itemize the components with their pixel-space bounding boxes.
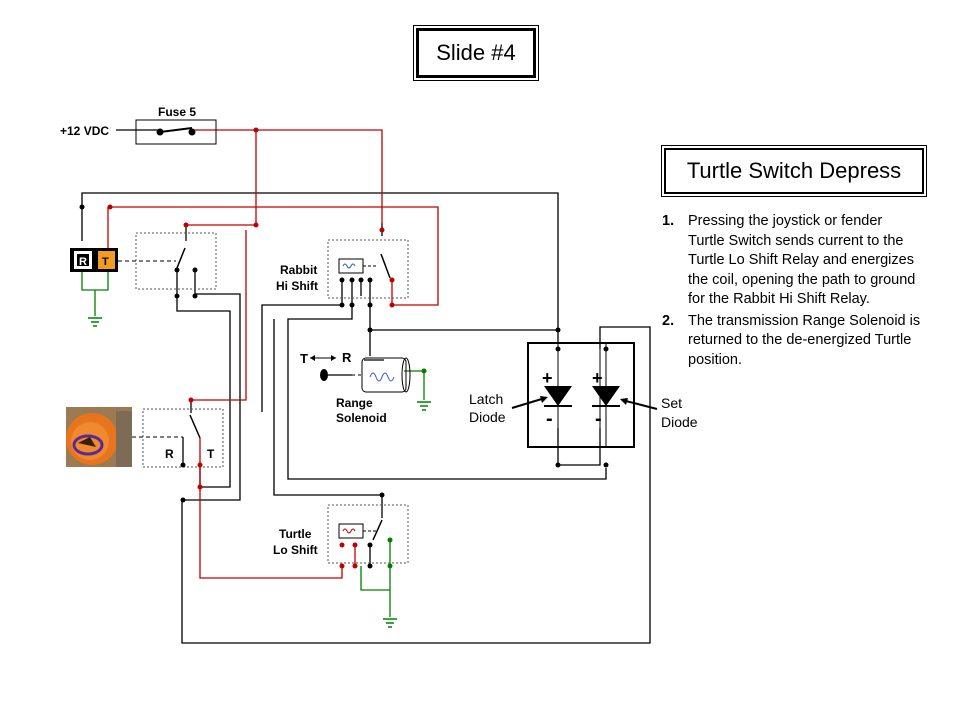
set-diode-label: Set [661, 395, 682, 411]
joystick-r-label: R [79, 256, 87, 268]
ground-symbol [88, 317, 431, 628]
slide-title: Slide #4 [413, 25, 539, 81]
step-number: 2. [662, 312, 675, 329]
fuse-label: Fuse 5 [158, 105, 196, 119]
fuse-box [135, 119, 217, 145]
solenoid-plunger [320, 369, 328, 381]
set-minus: - [595, 408, 602, 430]
diagram-heading: Turtle Switch Depress [661, 145, 927, 197]
turtle-switch-photo [66, 407, 132, 467]
switch-r-label: R [165, 447, 174, 461]
latch-diode-label-2: Diode [469, 409, 506, 425]
set-diode-label-2: Diode [661, 414, 698, 430]
joystick-t-label: T [102, 256, 109, 268]
step-item: 2. The transmission Range Solenoid is re… [660, 312, 922, 371]
step-item: 1. Pressing the joystick or fender Turtl… [660, 212, 922, 310]
step-text: The transmission Range Solenoid is retur… [688, 312, 921, 368]
latch-diode-label: Latch [469, 391, 503, 407]
steps-list: 1. Pressing the joystick or fender Turtl… [660, 212, 922, 372]
rabbit-relay-box [327, 239, 409, 299]
solenoid-label: Range [336, 396, 373, 410]
switch-t-label: T [207, 447, 215, 461]
turtle-relay-box [327, 504, 409, 564]
turtle-indicator-light [98, 251, 115, 269]
solenoid-r-label: R [342, 350, 352, 365]
rabbit-relay-label: Rabbit [280, 263, 317, 277]
turtle-relay-label: Turtle [279, 527, 312, 541]
supply-label: +12 VDC [60, 124, 109, 138]
step-text: Pressing the joystick or fender Turtle S… [688, 213, 916, 307]
diode-box [527, 342, 635, 448]
turtle-relay-label-2: Lo Shift [273, 543, 318, 557]
step-number: 1. [662, 213, 675, 229]
solenoid-label-2: Solenoid [336, 411, 387, 425]
range-solenoid [361, 357, 407, 393]
rabbit-relay-label-2: Hi Shift [276, 279, 318, 293]
solenoid-t-label: T [300, 351, 308, 366]
latch-minus: - [546, 408, 553, 430]
latch-plus: + [542, 368, 553, 388]
latch-diode [544, 386, 572, 406]
set-plus: + [592, 368, 603, 388]
